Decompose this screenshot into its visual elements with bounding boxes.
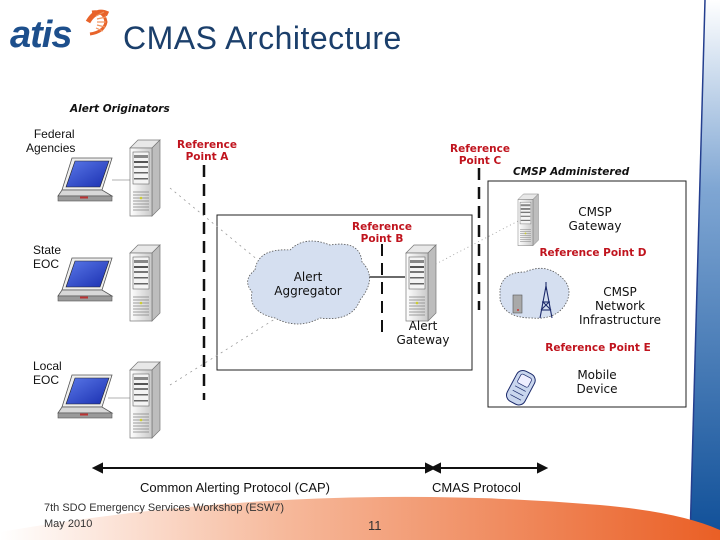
server-icon	[129, 244, 161, 322]
originator-state-line1: State	[33, 243, 62, 257]
reference-point-b-line1: Reference	[351, 221, 413, 233]
cmsp-administered-box	[487, 180, 687, 408]
cmsp-network-line3: Infrastructure	[578, 313, 662, 327]
cmsp-gateway-line1: CMSP	[578, 205, 612, 219]
alert-aggregator-gateway-box	[216, 214, 473, 371]
alert-gateway-line1: Alert	[408, 319, 438, 333]
atis-logo-swoosh-icon	[85, 9, 110, 36]
originator-local-label: Local EOC	[33, 359, 62, 387]
reference-point-e-label: Reference Point E	[545, 342, 651, 354]
originator-federal-line2: Agencies	[26, 141, 76, 155]
originator-state-label: State EOC	[33, 243, 61, 271]
laptop-icon	[57, 157, 113, 202]
server-icon	[129, 139, 161, 217]
originator-federal-line1: Federal	[33, 127, 75, 141]
page-number: 11	[368, 518, 382, 533]
laptop-icon	[57, 257, 113, 302]
reference-point-b-line2: Point B	[360, 233, 404, 245]
reference-point-c-line2: Point C	[458, 155, 502, 167]
connection-lines	[108, 179, 521, 399]
originator-federal-label: Federal Agencies	[26, 127, 75, 155]
side-band-decoration	[690, 0, 720, 540]
mobile-device-line1: Mobile	[577, 368, 617, 382]
cmsp-network-cloud-icon	[499, 267, 570, 319]
originator-state-line2: EOC	[33, 257, 60, 271]
alert-aggregator-line1: Alert	[293, 270, 323, 284]
alert-originators-header: Alert Originators	[70, 103, 170, 115]
slide-title: CMAS Architecture	[123, 20, 402, 56]
protocol-arrows	[91, 462, 549, 474]
reference-point-d-label: Reference Point D	[539, 247, 647, 259]
cmsp-network-line1: CMSP	[603, 285, 637, 299]
reference-point-a-line1: Reference	[176, 139, 238, 151]
cmas-protocol-label: CMAS Protocol	[432, 480, 521, 495]
alert-gateway-server-icon	[405, 244, 437, 322]
cmsp-administered-header: CMSP Administered	[513, 166, 630, 178]
cmsp-gateway-label: CMSP Gateway	[560, 205, 630, 233]
originator-local-line1: Local	[33, 359, 62, 373]
reference-point-a-line2: Point A	[185, 151, 229, 163]
cmsp-gateway-server-icon	[517, 193, 539, 247]
mobile-device-line2: Device	[576, 382, 618, 396]
network-node-icon	[512, 294, 523, 314]
mobile-device-icon	[506, 369, 536, 406]
bottom-band-decoration	[0, 496, 720, 540]
laptop-icon	[57, 374, 113, 419]
cap-protocol-label: Common Alerting Protocol (CAP)	[140, 480, 331, 495]
reference-point-a-label: Reference Point A	[172, 139, 242, 163]
atis-logo: atis	[10, 14, 72, 56]
server-icon	[129, 361, 161, 439]
footer-event: 7th SDO Emergency Services Workshop (ESW…	[44, 502, 285, 514]
cmsp-network-label: CMSP Network Infrastructure	[572, 285, 668, 327]
reference-point-b-label: Reference Point B	[347, 221, 417, 245]
originator-local-line2: EOC	[33, 373, 60, 387]
mobile-device-label: Mobile Device	[565, 368, 629, 396]
alert-aggregator-cloud-icon	[247, 240, 370, 325]
alert-aggregator-line2: Aggregator	[274, 284, 342, 298]
cmsp-gateway-line2: Gateway	[568, 219, 622, 233]
reference-point-c-line1: Reference	[449, 143, 511, 155]
cmsp-network-line2: Network	[594, 299, 646, 313]
alert-gateway-label: Alert Gateway	[388, 319, 458, 347]
footer-date: May 2010	[44, 518, 93, 530]
reference-point-c-label: Reference Point C	[445, 143, 515, 167]
cell-tower-icon	[539, 282, 553, 319]
alert-aggregator-label: Alert Aggregator	[266, 270, 350, 298]
side-band-edge	[689, 0, 706, 540]
footer: 7th SDO Emergency Services Workshop (ESW…	[44, 500, 284, 532]
alert-gateway-line2: Gateway	[396, 333, 450, 347]
